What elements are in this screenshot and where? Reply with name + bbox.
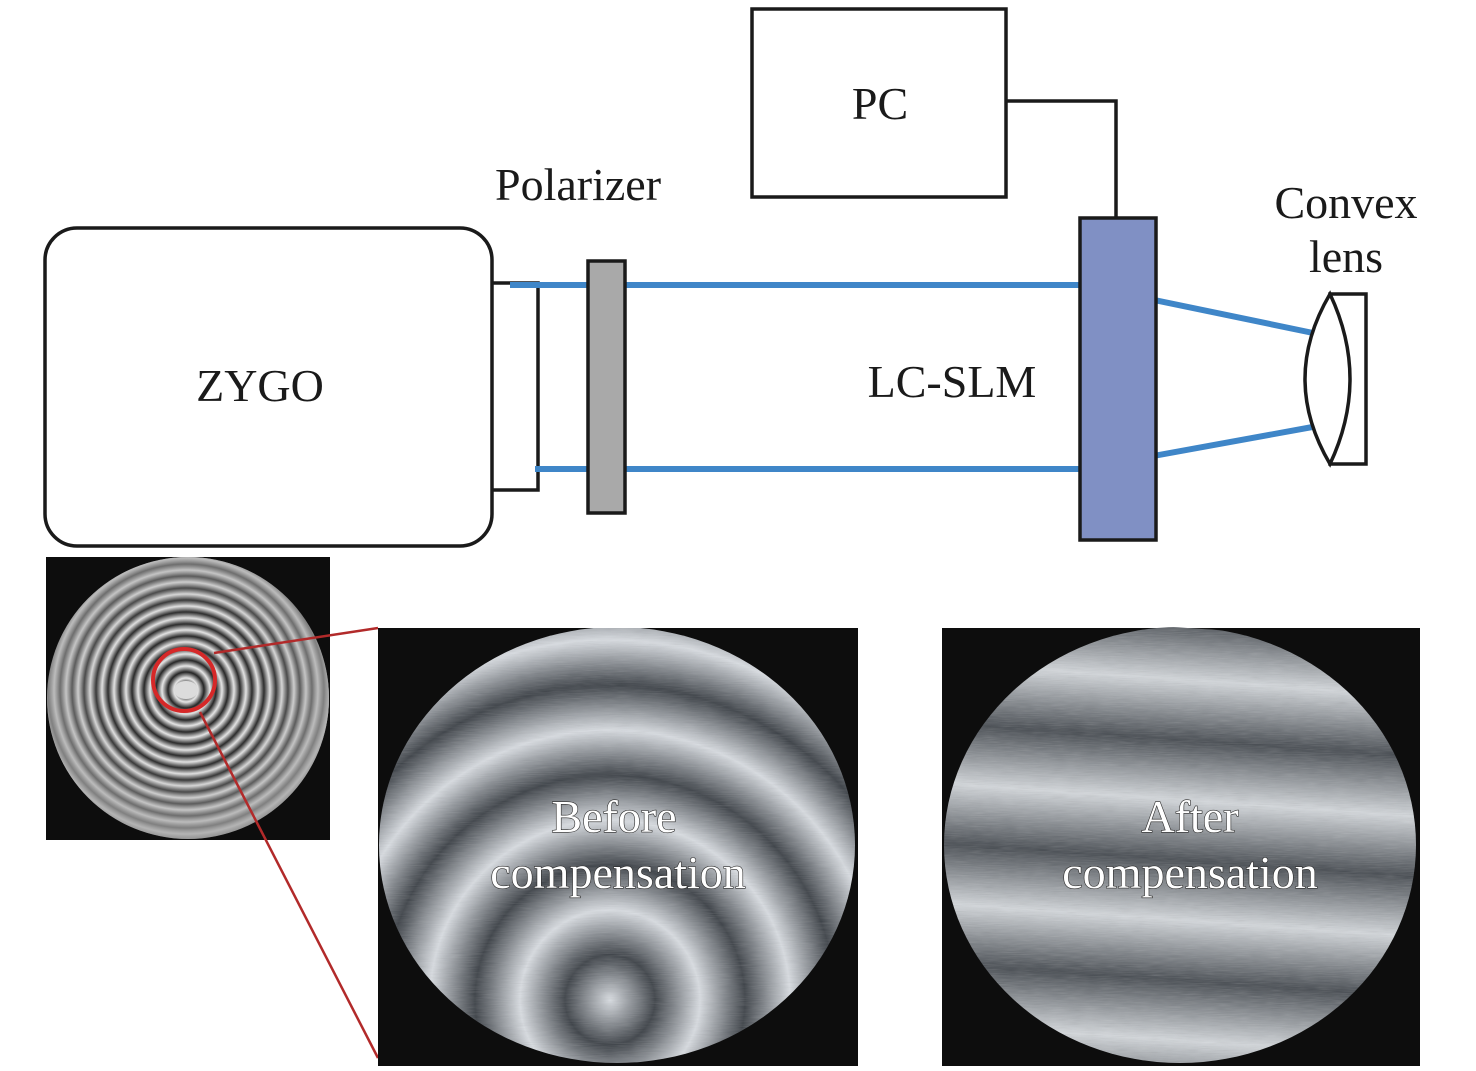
pc-label: PC xyxy=(852,78,908,129)
pc-cable xyxy=(1006,99,1118,218)
convex-lens-label-2: lens xyxy=(1309,231,1383,282)
convex-lens xyxy=(1303,290,1368,468)
after-label-2: compensation xyxy=(1062,847,1318,898)
zygo-box xyxy=(43,226,494,548)
after-compensation-panel: After compensation xyxy=(942,627,1420,1066)
polarizer-plate xyxy=(586,259,627,515)
lc-slm-panel xyxy=(1078,216,1158,542)
lc-slm-label: LC-SLM xyxy=(868,356,1037,407)
before-label-2: compensation xyxy=(490,847,746,898)
zoom-region-marker xyxy=(151,647,217,713)
zoom-connector-lines xyxy=(198,626,380,1059)
polarizer-label: Polarizer xyxy=(495,159,661,210)
zygo-interferogram xyxy=(46,557,330,840)
pc-box xyxy=(750,7,1008,199)
zygo-aperture xyxy=(492,281,540,492)
before-label-1: Before xyxy=(551,791,676,842)
convex-lens-label-1: Convex xyxy=(1274,177,1417,228)
before-compensation-panel: Before compensation xyxy=(378,628,858,1066)
after-label-1: After xyxy=(1141,791,1238,842)
zygo-label: ZYGO xyxy=(196,360,324,411)
